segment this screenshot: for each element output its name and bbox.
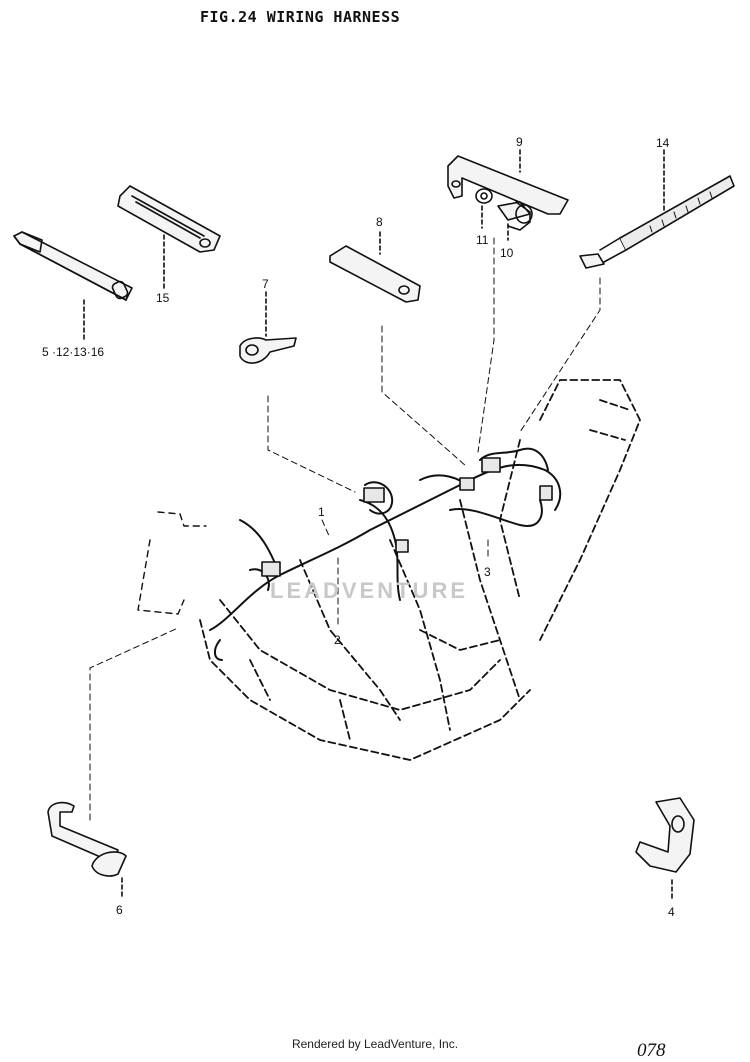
callout-5-12-13-16[interactable]: 5 ·12·13·16 <box>42 345 104 359</box>
part-washer[interactable] <box>475 188 493 204</box>
callout-7[interactable]: 7 <box>262 277 269 291</box>
callout-2[interactable]: 2 <box>334 633 341 647</box>
part-strap-band[interactable] <box>13 231 133 301</box>
part-bolt[interactable] <box>497 201 533 231</box>
callout-11[interactable]: 11 <box>476 233 489 247</box>
callout-6[interactable]: 6 <box>116 903 123 917</box>
watermark: LEADVENTURE <box>270 578 468 603</box>
part-bracket-strip[interactable] <box>117 185 221 253</box>
part-bracket-9[interactable] <box>447 155 569 215</box>
part-hook-clamp[interactable] <box>47 801 127 877</box>
figure-title: FIG.24 WIRING HARNESS <box>200 8 401 26</box>
wiring-harness[interactable] <box>209 447 562 661</box>
part-cable-clip[interactable] <box>239 337 297 364</box>
callout-14[interactable]: 14 <box>656 136 670 150</box>
callout-4[interactable]: 4 <box>668 905 675 919</box>
frame-assembly <box>199 379 641 761</box>
part-angle-bracket[interactable] <box>635 797 695 873</box>
callout-1[interactable]: 1 <box>318 505 325 519</box>
callout-3[interactable]: 3 <box>484 565 491 579</box>
callout-9[interactable]: 9 <box>516 135 523 149</box>
footer-credit: Rendered by LeadVenture, Inc. <box>291 1037 459 1051</box>
callout-8[interactable]: 8 <box>376 215 383 229</box>
assembly-leader-lines <box>89 237 601 821</box>
page-number: 078 <box>637 1040 666 1061</box>
part-clamp-plate[interactable] <box>329 245 421 303</box>
callout-10[interactable]: 10 <box>500 246 514 260</box>
callout-15[interactable]: 15 <box>156 291 170 305</box>
harness-connectors[interactable] <box>261 457 553 577</box>
part-cable-tie[interactable] <box>579 175 735 269</box>
fender-outline <box>137 511 207 615</box>
